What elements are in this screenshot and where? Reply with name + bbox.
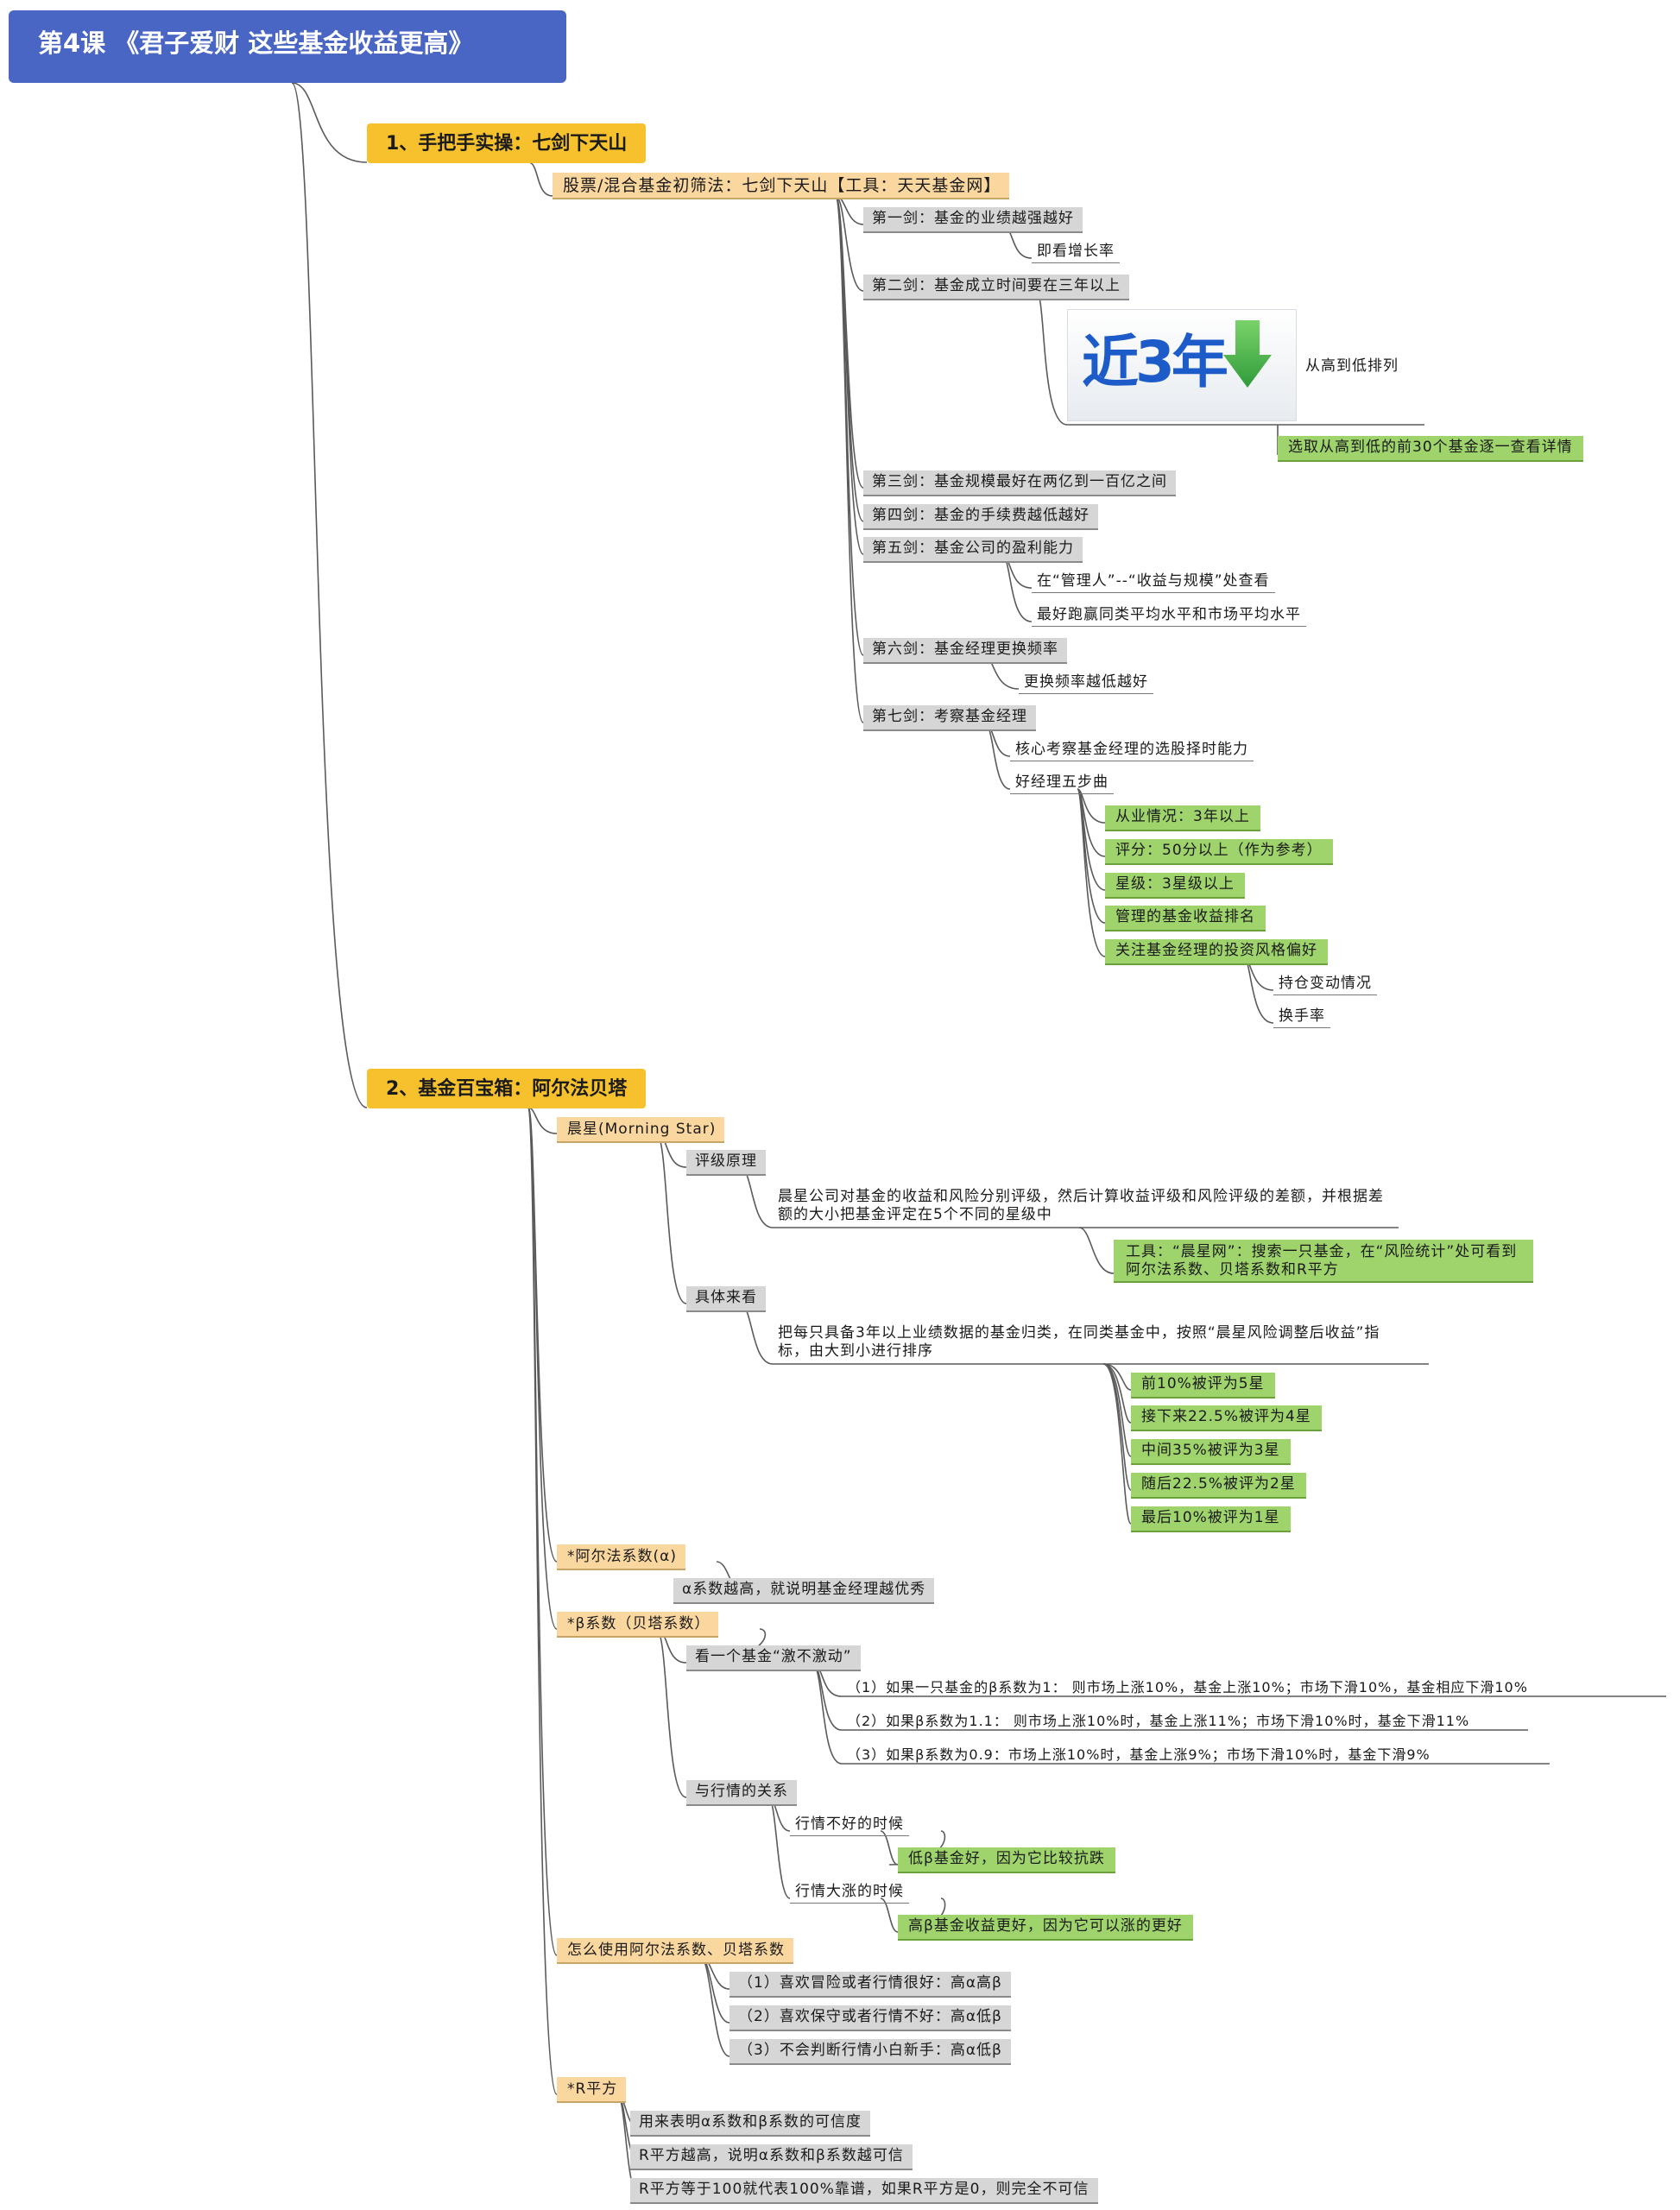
- market-bad-note: 行情不好的时候: [790, 1815, 909, 1836]
- beta-case: （3）如果β系数为0.9：市场上涨10%时，基金上涨9%；市场下滑10%时，基金…: [847, 1746, 1431, 1763]
- sort-note: 从高到低排列: [1305, 357, 1399, 375]
- step-item[interactable]: 评分：50分以上（作为参考）: [1105, 839, 1333, 865]
- star-rating-item[interactable]: 前10%被评为5星: [1131, 1373, 1275, 1399]
- ms-rating-text: 晨星公司对基金的收益和风险分别评级，然后计算收益评级和风险评级的差额，并根据差额…: [778, 1188, 1384, 1223]
- step-item[interactable]: 从业情况：3年以上: [1105, 805, 1260, 831]
- beta-case: （2）如果β系数为1.1： 则市场上涨10%时，基金上涨11%；市场下滑10%时…: [847, 1713, 1470, 1729]
- high-beta-green[interactable]: 高β基金收益更好，因为它可以涨的更好: [898, 1915, 1193, 1941]
- sword-3-node[interactable]: 第三剑：基金规模最好在两亿到一百亿之间: [863, 470, 1176, 496]
- near-3-years-image: 近3年: [1067, 309, 1297, 421]
- r-squared-node[interactable]: *R平方: [557, 2077, 627, 2103]
- sword-1-node[interactable]: 第一剑：基金的业绩越强越好: [863, 207, 1083, 233]
- morningstar-node[interactable]: 晨星(Morning Star): [557, 1117, 725, 1143]
- ms-detail-text: 把每只具备3年以上业绩数据的基金归类，在同类基金中，按照“晨星风险调整后收益”指…: [778, 1324, 1380, 1360]
- section-2-node[interactable]: 2、基金百宝箱：阿尔法贝塔: [367, 1069, 647, 1108]
- ms-detail-node[interactable]: 具体来看: [686, 1286, 766, 1312]
- style-note-2: 换手率: [1273, 1007, 1330, 1028]
- section-1-subtopic[interactable]: 股票/混合基金初筛法：七剑下天山【工具：天天基金网】: [553, 173, 1010, 199]
- sword-2-node[interactable]: 第二剑：基金成立时间要在三年以上: [863, 275, 1129, 300]
- how-to-use-node[interactable]: 怎么使用阿尔法系数、贝塔系数: [557, 1938, 793, 1964]
- sword-5-note-1: 在“管理人”--“收益与规模”处查看: [1032, 572, 1275, 593]
- r-squared-item[interactable]: R平方越高，说明α系数和β系数越可信: [630, 2144, 913, 2170]
- sword-4-node[interactable]: 第四剑：基金的手续费越低越好: [863, 504, 1098, 530]
- star-rating-item[interactable]: 最后10%被评为1星: [1131, 1506, 1291, 1532]
- alpha-node[interactable]: *阿尔法系数(α): [557, 1544, 685, 1570]
- star-rating-item[interactable]: 接下来22.5%被评为4星: [1131, 1405, 1322, 1431]
- style-note-1: 持仓变动情况: [1273, 975, 1377, 995]
- sword-6-note: 更换频率越低越好: [1019, 673, 1153, 694]
- step-item[interactable]: 管理的基金收益排名: [1105, 906, 1266, 931]
- ms-tool-green[interactable]: 工具：“晨星网”：搜索一只基金，在“风险统计”处可看到阿尔法系数、贝塔系数和R平…: [1114, 1240, 1533, 1283]
- sword-7-note-2: 好经理五步曲: [1010, 774, 1114, 794]
- star-rating-item[interactable]: 中间35%被评为3星: [1131, 1439, 1291, 1465]
- alpha-note[interactable]: α系数越高，就说明基金经理越优秀: [673, 1578, 935, 1604]
- page-title: 第4课 《君子爱财 这些基金收益更高》: [9, 10, 566, 83]
- sword-5-node[interactable]: 第五剑：基金公司的盈利能力: [863, 537, 1083, 563]
- sword-5-note-2: 最好跑赢同类平均水平和市场平均水平: [1032, 606, 1306, 627]
- beta-node[interactable]: *β系数（贝塔系数）: [557, 1612, 719, 1638]
- market-good-note: 行情大涨的时候: [790, 1883, 909, 1904]
- step-item[interactable]: 关注基金经理的投资风格偏好: [1105, 939, 1328, 965]
- how-item[interactable]: （2）喜欢保守或者行情不好：高α低β: [729, 2005, 1011, 2031]
- how-item[interactable]: （3）不会判断行情小白新手：高α低β: [729, 2039, 1011, 2065]
- sword-7-note-1: 核心考察基金经理的选股择时能力: [1010, 741, 1254, 761]
- r-squared-item[interactable]: 用来表明α系数和β系数的可信度: [630, 2111, 871, 2137]
- arrow-down-icon: [1223, 320, 1272, 388]
- step-item[interactable]: 星级：3星级以上: [1105, 873, 1245, 899]
- beta-look-node[interactable]: 看一个基金“激不激动”: [686, 1645, 861, 1671]
- top30-green-node[interactable]: 选取从高到低的前30个基金逐一查看详情: [1278, 436, 1583, 462]
- sword-7-node[interactable]: 第七剑：考察基金经理: [863, 705, 1036, 731]
- low-beta-green[interactable]: 低β基金好，因为它比较抗跌: [898, 1847, 1115, 1873]
- r-squared-item[interactable]: R平方等于100就代表100%靠谱，如果R平方是0，则完全不可信: [630, 2178, 1098, 2204]
- ms-rating-node[interactable]: 评级原理: [686, 1150, 766, 1176]
- beta-relation-node[interactable]: 与行情的关系: [686, 1780, 797, 1806]
- how-item[interactable]: （1）喜欢冒险或者行情很好：高α高β: [729, 1972, 1011, 1998]
- star-rating-item[interactable]: 随后22.5%被评为2星: [1131, 1473, 1306, 1499]
- beta-case: （1）如果一只基金的β系数为1： 则市场上涨10%，基金上涨10%；市场下滑10…: [847, 1679, 1528, 1695]
- sword-6-node[interactable]: 第六剑：基金经理更换频率: [863, 638, 1067, 664]
- near-3-years-text: 近3年: [1082, 329, 1228, 395]
- sword-1-note: 即看增长率: [1032, 243, 1120, 263]
- section-1-node[interactable]: 1、手把手实操：七剑下天山: [367, 123, 647, 163]
